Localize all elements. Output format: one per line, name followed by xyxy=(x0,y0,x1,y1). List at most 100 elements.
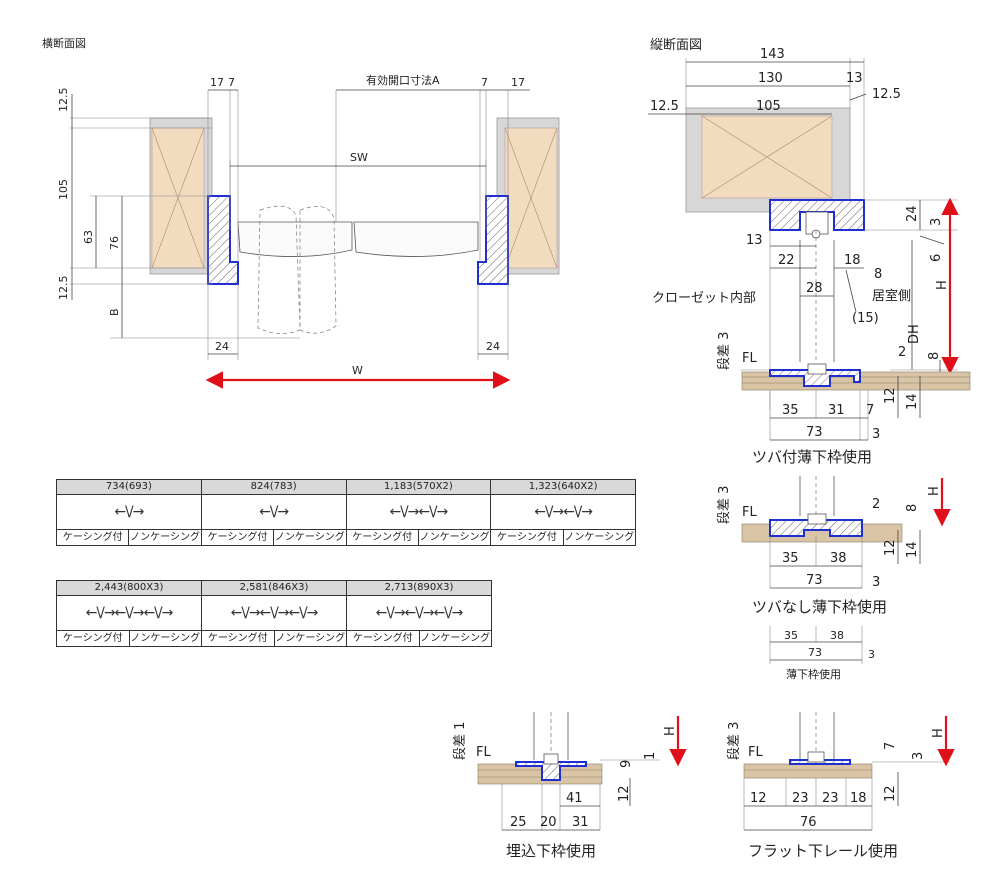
casing-label: ケーシング付 xyxy=(202,631,275,646)
noncasing-label: ノンケーシング xyxy=(274,532,345,543)
casing-label: ケーシング付 xyxy=(347,530,419,545)
dim-35-a: 35 xyxy=(782,403,799,418)
dim-13-top: 13 xyxy=(846,71,863,86)
door-config-icon: ←\/→←\/→←\/→ xyxy=(347,596,491,631)
dim-12-5-bottom: 12.5 xyxy=(57,276,70,301)
door-panel-open xyxy=(237,221,353,257)
left-jamb xyxy=(207,195,239,285)
noncasing-label: ノンケーシング xyxy=(130,633,201,644)
caption-flat-rail: フラット下レール使用 xyxy=(748,842,898,860)
dim-h-b: H xyxy=(927,486,942,496)
dim-28: 28 xyxy=(806,281,823,296)
noncasing-label: ノンケーシング xyxy=(420,633,491,644)
casing-label: ケーシング付 xyxy=(202,530,275,545)
size-option[interactable]: 824(783) ←\/→ ケーシング付ノンケーシング xyxy=(201,480,347,545)
section-embedded-sill: 段差 1 FL 9 1 H 41 12 25 20 31 埋込下枠使用 xyxy=(453,712,687,860)
label-step-3: 段差 3 xyxy=(717,332,732,370)
dim-12-c: 12 xyxy=(617,785,632,802)
dim-8-upper: 8 xyxy=(874,267,882,282)
noncasing-label: ノンケーシング xyxy=(419,532,490,543)
dim-35-c: 35 xyxy=(784,629,798,642)
dim-31-a: 31 xyxy=(828,403,845,418)
casing-label: ケーシング付 xyxy=(347,631,420,646)
size-header: 734(693) xyxy=(57,480,201,495)
label-fl-d: FL xyxy=(748,745,763,760)
label-step-3-c: 段差 3 xyxy=(727,722,742,760)
dim-38-b: 38 xyxy=(830,551,847,566)
dim-20: 20 xyxy=(540,815,557,830)
dim-6: 6 xyxy=(929,254,944,262)
dim-h-c: H xyxy=(663,726,678,736)
label-fl-b: FL xyxy=(742,505,757,520)
dim-17-right: 17 xyxy=(511,76,525,89)
vertical-section: 縦断面図 143 130 13 12.5 105 12.5 24 3 xyxy=(648,38,971,466)
dim-7-left: 7 xyxy=(228,76,235,89)
casing-label: ケーシング付 xyxy=(57,530,130,545)
sill-with-flange xyxy=(769,369,861,387)
dim-12-5-right: 12.5 xyxy=(872,87,901,102)
dim-18-d: 18 xyxy=(850,791,867,806)
size-header: 824(783) xyxy=(201,480,346,495)
dim-23-d2: 23 xyxy=(822,791,839,806)
dim-7-sill: 7 xyxy=(866,403,874,418)
horizontal-section: 横断面図 17 7 xyxy=(42,36,560,389)
head-rail xyxy=(769,199,865,231)
dim-76: 76 xyxy=(108,236,121,250)
vertical-section-title: 縦断面図 xyxy=(650,38,702,53)
dim-18: 18 xyxy=(844,253,861,268)
dim-41: 41 xyxy=(566,791,583,806)
dim-1: 1 xyxy=(643,752,658,760)
size-option[interactable]: 734(693) ←\/→ ケーシング付ノンケーシング xyxy=(57,480,202,545)
door-config-icon: ←\/→←\/→ xyxy=(346,495,491,530)
caption-embedded-sill: 埋込下枠使用 xyxy=(506,842,596,860)
label-fl: FL xyxy=(742,351,757,366)
dim-14-a: 14 xyxy=(905,393,920,410)
sill-no-flange xyxy=(769,519,863,537)
size-option[interactable]: 2,581(846X3) ←\/→←\/→←\/→ ケーシング付ノンケーシング xyxy=(202,581,347,646)
dim-143: 143 xyxy=(760,47,785,62)
dim-8-floor: 8 xyxy=(927,352,942,360)
dim-7-d: 7 xyxy=(883,742,898,750)
size-option[interactable]: 2,713(890X3) ←\/→←\/→←\/→ ケーシング付ノンケーシング xyxy=(347,581,491,646)
size-option[interactable]: 2,443(800X3) ←\/→←\/→←\/→ ケーシング付ノンケーシング xyxy=(57,581,202,646)
dim-24-left: 24 xyxy=(215,340,229,353)
section-no-flange: 段差 3 FL 2 8 H 35 38 73 3 12 14 ツバなし薄下枠使用 xyxy=(717,476,951,616)
dim-8-b: 8 xyxy=(905,504,920,512)
dim-73-a: 73 xyxy=(806,425,823,440)
dim-31-c: 31 xyxy=(572,815,589,830)
dim-opening-a: 有効開口寸法A xyxy=(366,73,440,87)
dim-17-left: 17 xyxy=(210,76,224,89)
dim-12-d1: 12 xyxy=(750,791,767,806)
size-header: 2,581(846X3) xyxy=(202,581,346,596)
label-fl-c: FL xyxy=(476,745,491,760)
dim-73-b: 73 xyxy=(806,573,823,588)
dim-12-5-left: 12.5 xyxy=(650,99,679,114)
dim-105: 105 xyxy=(57,179,70,200)
dim-38-c: 38 xyxy=(830,629,844,642)
dim-3-head: 3 xyxy=(929,218,944,226)
caption-flanged-thin-sill: ツバ付薄下枠使用 xyxy=(752,448,872,466)
dim-76: 76 xyxy=(800,815,817,830)
size-option[interactable]: 1,323(640X2) ←\/→←\/→ ケーシング付ノンケーシング xyxy=(491,480,635,545)
folded-panel-ghost-b xyxy=(299,206,337,334)
dim-h-d: H xyxy=(931,728,946,738)
dim-35-b: 35 xyxy=(782,551,799,566)
dim-105-head: 105 xyxy=(756,99,781,114)
size-header: 1,183(570X2) xyxy=(346,480,491,495)
noncasing-label: ノンケーシング xyxy=(130,532,200,543)
caption-thin-sill: 薄下枠使用 xyxy=(786,667,841,681)
dim-23-d1: 23 xyxy=(792,791,809,806)
dim-22: 22 xyxy=(778,253,795,268)
dim-w: W xyxy=(352,364,363,377)
dim-63: 63 xyxy=(82,230,95,244)
size-option[interactable]: 1,183(570X2) ←\/→←\/→ ケーシング付ノンケーシング xyxy=(346,480,492,545)
door-config-icon: ←\/→←\/→ xyxy=(491,495,635,530)
dim-15-paren: (15) xyxy=(852,311,879,326)
noncasing-label: ノンケーシング xyxy=(275,633,346,644)
size-header: 2,713(890X3) xyxy=(347,581,491,596)
dim-3-d: 3 xyxy=(911,752,926,760)
dim-12-a: 12 xyxy=(883,387,898,404)
size-table-row-1: 734(693) ←\/→ ケーシング付ノンケーシング 824(783) ←\/… xyxy=(56,479,636,546)
noncasing-label: ノンケーシング xyxy=(564,532,635,543)
section-flat-rail: 段差 3 FL 7 3 H 12 23 23 18 12 76 フラット下レール… xyxy=(727,712,955,860)
